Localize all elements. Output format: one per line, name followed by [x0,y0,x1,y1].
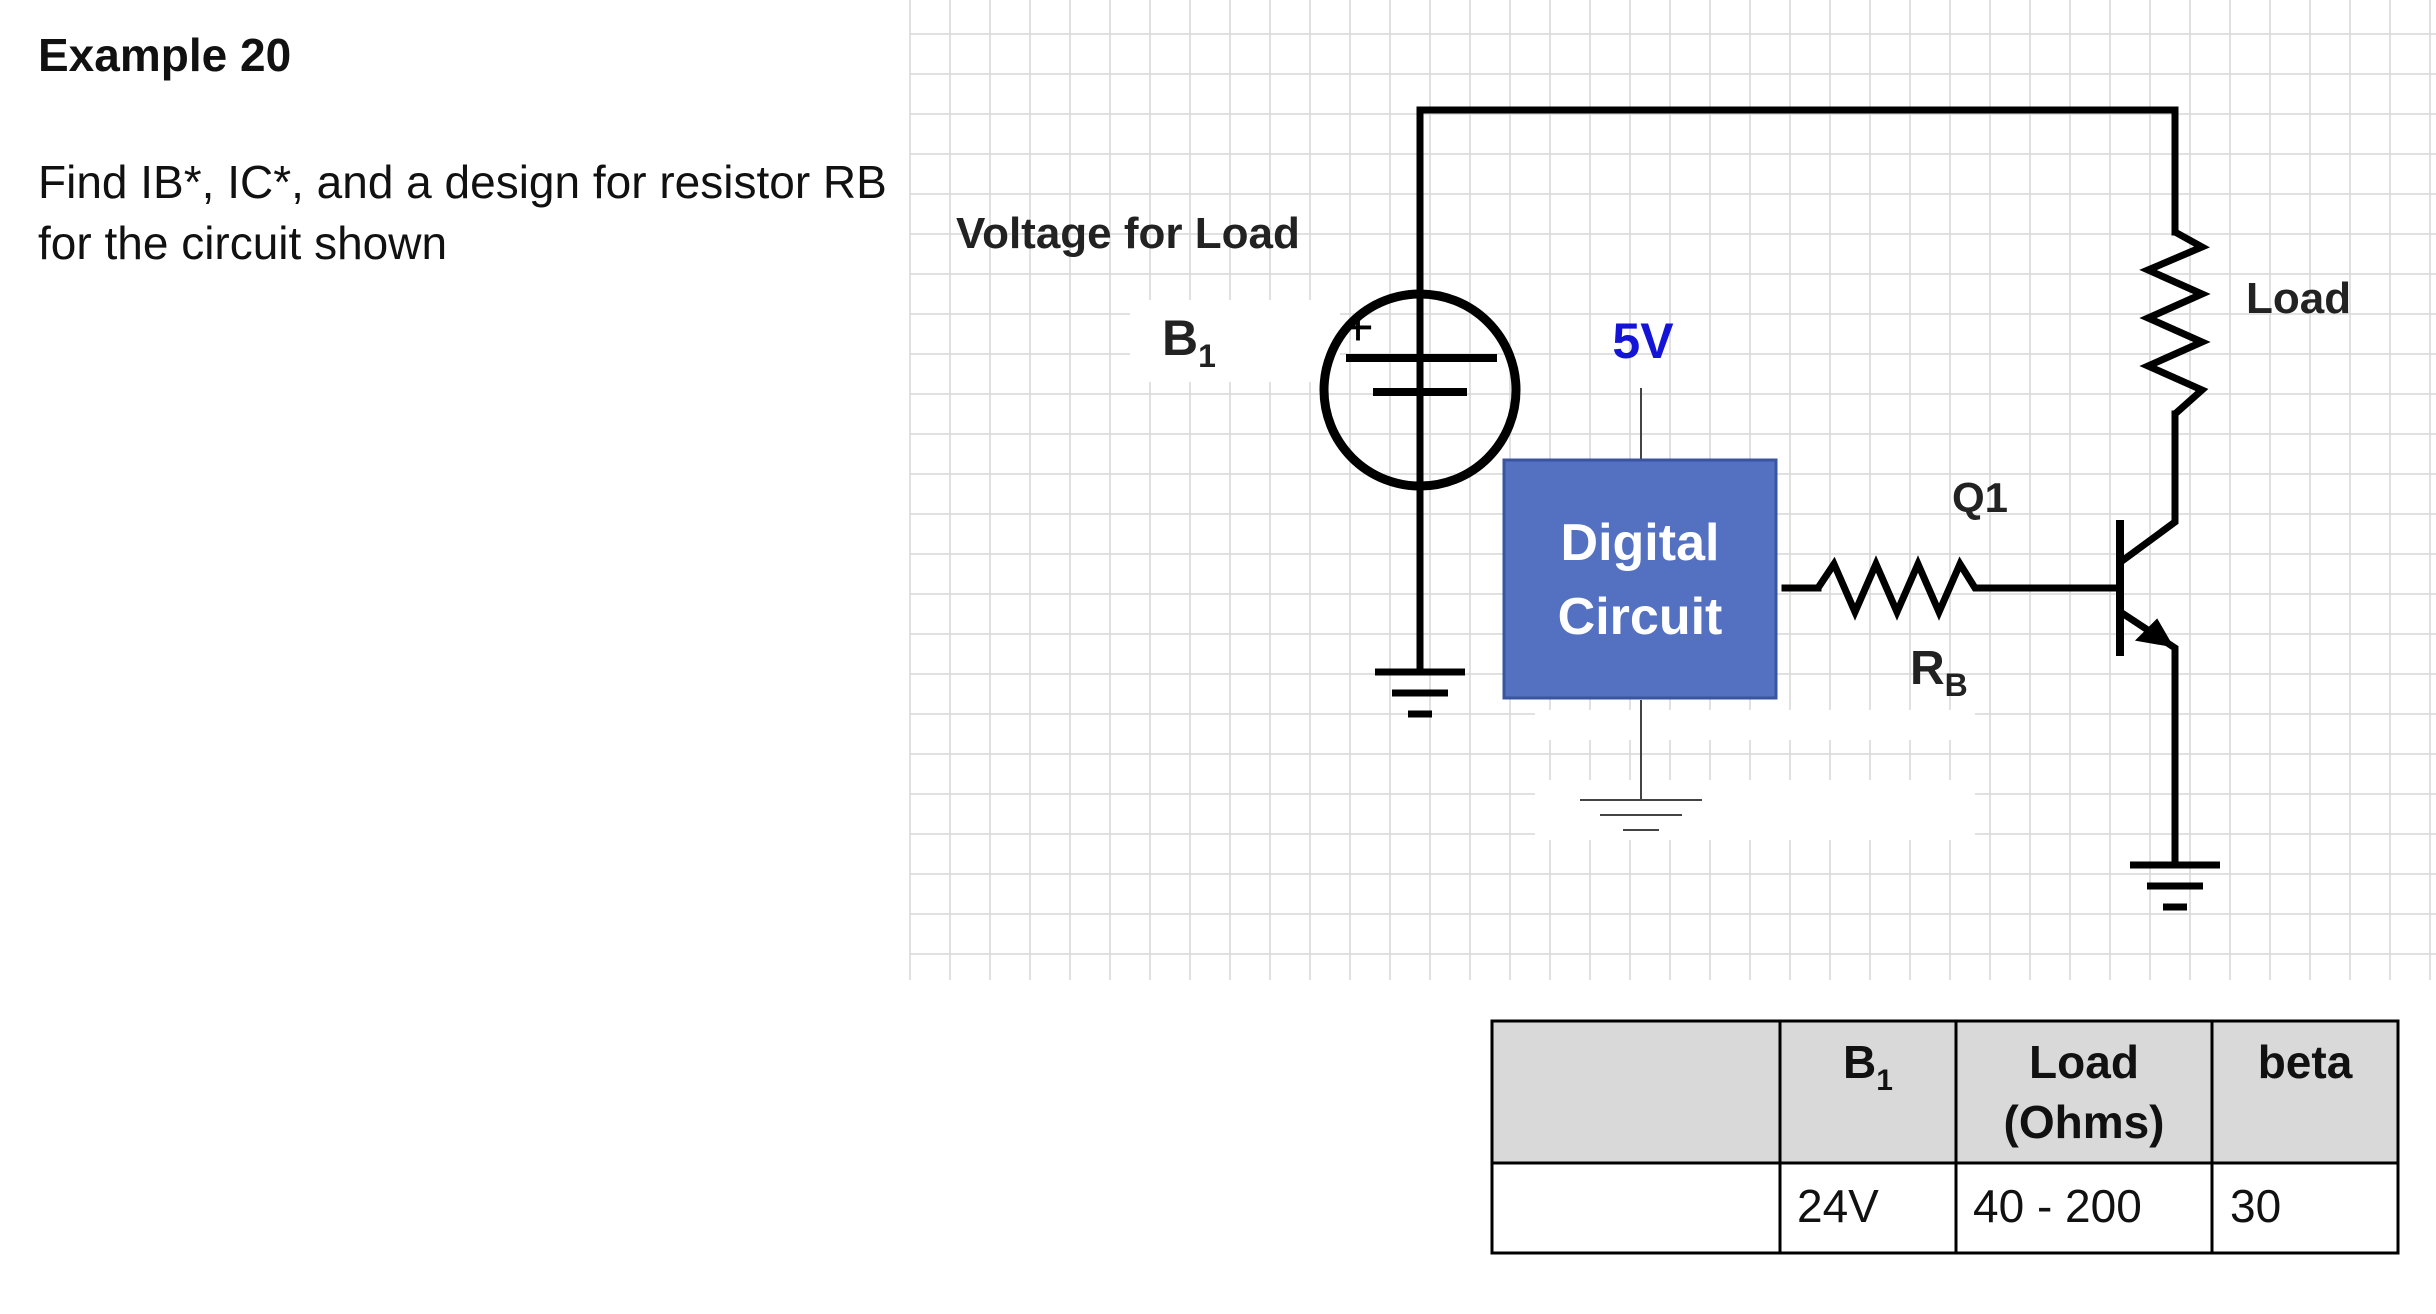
table-cell-beta: 30 [2230,1180,2281,1232]
table-header-row [1492,1021,2398,1163]
rb-label-main: R [1910,642,1945,695]
rb-resistor-symbol [1815,555,2002,621]
table-cell-load: 40 - 200 [1973,1180,2142,1232]
label-backdrops [1130,300,1975,840]
table-header-beta: beta [2258,1036,2353,1088]
transistor-label: Q1 [1952,474,2008,521]
table-header-battery: B1 [1843,1036,1893,1097]
supply-top-wire [1416,106,2179,442]
digital-circuit-label-line2: Circuit [1558,588,1723,646]
table-header-load: Load [2029,1036,2139,1088]
transistor-q1-symbol [2116,520,2174,656]
transistor-ground-symbol [2130,861,2220,911]
load-label: Load [2246,274,2351,323]
battery-plus-sign: + [1342,297,1374,357]
example-title: Example 20 [38,29,292,81]
battery-ground-symbol [1375,668,1465,718]
digital-circuit-leads [1580,388,1702,831]
battery-symbol [1319,289,1521,491]
table-cell-battery: 24V [1797,1180,1879,1232]
table-header-battery-subscript: 1 [1876,1064,1893,1097]
battery-label-main: B [1162,310,1198,366]
battery-label: B1 [1162,310,1216,374]
table-header-battery-main: B [1843,1036,1876,1088]
rb-label-subscript: B [1945,667,1968,703]
circuit-wires [1416,106,2179,869]
rb-label: RB [1910,642,1968,703]
grid-background [909,0,2436,980]
parameter-table: B1 Load (Ohms) beta 24V 40 - 200 30 [1490,1019,2400,1255]
table-header-load-unit: (Ohms) [2004,1096,2165,1148]
supply-voltage-label: Voltage for Load [956,209,1300,258]
problem-statement: Find IB*, IC*, and a design for resistor… [38,156,887,269]
table-data-row [1492,1163,2398,1253]
logic-voltage-label: 5V [1612,313,1674,369]
emitter-wire [2117,608,2179,869]
collector-wire [2117,410,2179,566]
load-resistor-symbol [2139,228,2211,417]
digital-circuit-label-line1: Digital [1561,514,1720,572]
digital-circuit-block [1502,458,1778,700]
battery-label-subscript: 1 [1198,338,1216,374]
